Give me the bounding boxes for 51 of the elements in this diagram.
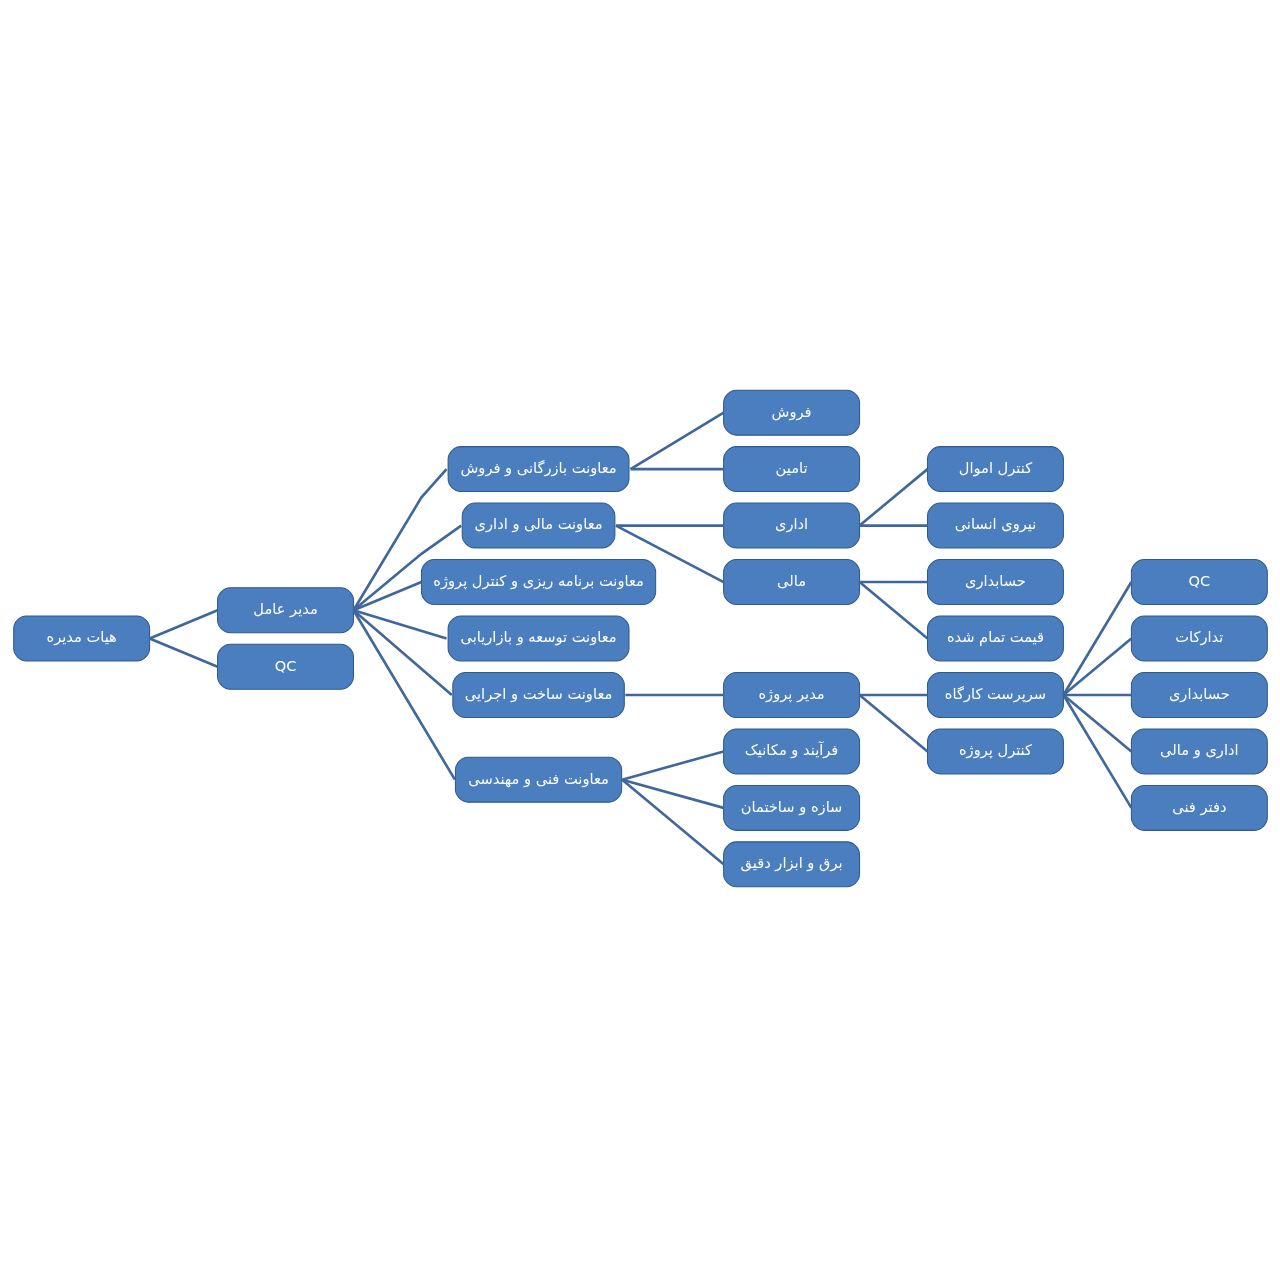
connector bbox=[614, 524, 724, 584]
connector bbox=[148, 637, 218, 668]
connector bbox=[621, 778, 724, 810]
connector bbox=[859, 580, 927, 584]
node-box: سازه و ساختمان bbox=[722, 784, 860, 831]
node-box: برق و ابزار دقیق bbox=[722, 841, 860, 888]
node-box: مدیر عامل bbox=[216, 587, 354, 634]
connector bbox=[858, 468, 928, 527]
node-box: QC bbox=[1130, 559, 1268, 606]
node-box: مالی bbox=[722, 559, 860, 606]
connector bbox=[624, 693, 724, 697]
node-box: معاونت بازرگانی و فروش bbox=[447, 446, 630, 493]
node-box: حسابداری bbox=[1130, 671, 1268, 718]
node-box: مدیر پروژه bbox=[722, 671, 860, 718]
node-box: فروش bbox=[722, 389, 860, 436]
connector bbox=[351, 609, 456, 781]
node-box: هیات مدیره bbox=[12, 615, 150, 662]
node-box: QC bbox=[216, 643, 354, 690]
node-box: معاونت برنامه ریزی و کنترل پروژه bbox=[420, 559, 656, 606]
connector bbox=[630, 467, 724, 471]
node-box: دفتر فنی bbox=[1130, 784, 1268, 831]
node-box: قیمت تمام شده bbox=[926, 615, 1064, 662]
node-box: تامین bbox=[722, 446, 860, 493]
node-box: کنترل اموال bbox=[926, 446, 1064, 493]
node-box: اداری و مالی bbox=[1130, 728, 1268, 775]
node-box: معاونت فنی و مهندسی bbox=[454, 756, 622, 803]
connector bbox=[615, 524, 724, 527]
connector bbox=[620, 778, 724, 866]
connector bbox=[858, 581, 928, 640]
node-box: تدارکات bbox=[1130, 615, 1268, 662]
node-box: نیروی انسانی bbox=[926, 502, 1064, 549]
connector bbox=[859, 693, 927, 697]
connector bbox=[148, 609, 218, 640]
connector bbox=[1061, 694, 1132, 809]
connector bbox=[858, 693, 928, 753]
connector bbox=[621, 750, 724, 781]
node-box: سرپرست کارگاه bbox=[926, 671, 1064, 718]
connector bbox=[859, 524, 927, 527]
connector bbox=[351, 468, 448, 611]
node-box: حسابداری bbox=[926, 559, 1064, 606]
connector bbox=[1062, 693, 1131, 697]
connector bbox=[629, 411, 724, 471]
node-box: معاونت ساخت و اجرایی bbox=[451, 671, 625, 718]
node-box: کنترل پروژه bbox=[926, 728, 1064, 775]
node-box: فرآیند و مکانیک bbox=[722, 728, 860, 775]
node-box: معاونت مالی و اداری bbox=[461, 502, 615, 549]
node-box: اداری bbox=[722, 502, 860, 549]
connector bbox=[1061, 581, 1132, 696]
connector bbox=[1062, 637, 1132, 696]
connector bbox=[1062, 693, 1132, 753]
node-box: معاونت توسعه و بازاریابی bbox=[447, 615, 630, 662]
